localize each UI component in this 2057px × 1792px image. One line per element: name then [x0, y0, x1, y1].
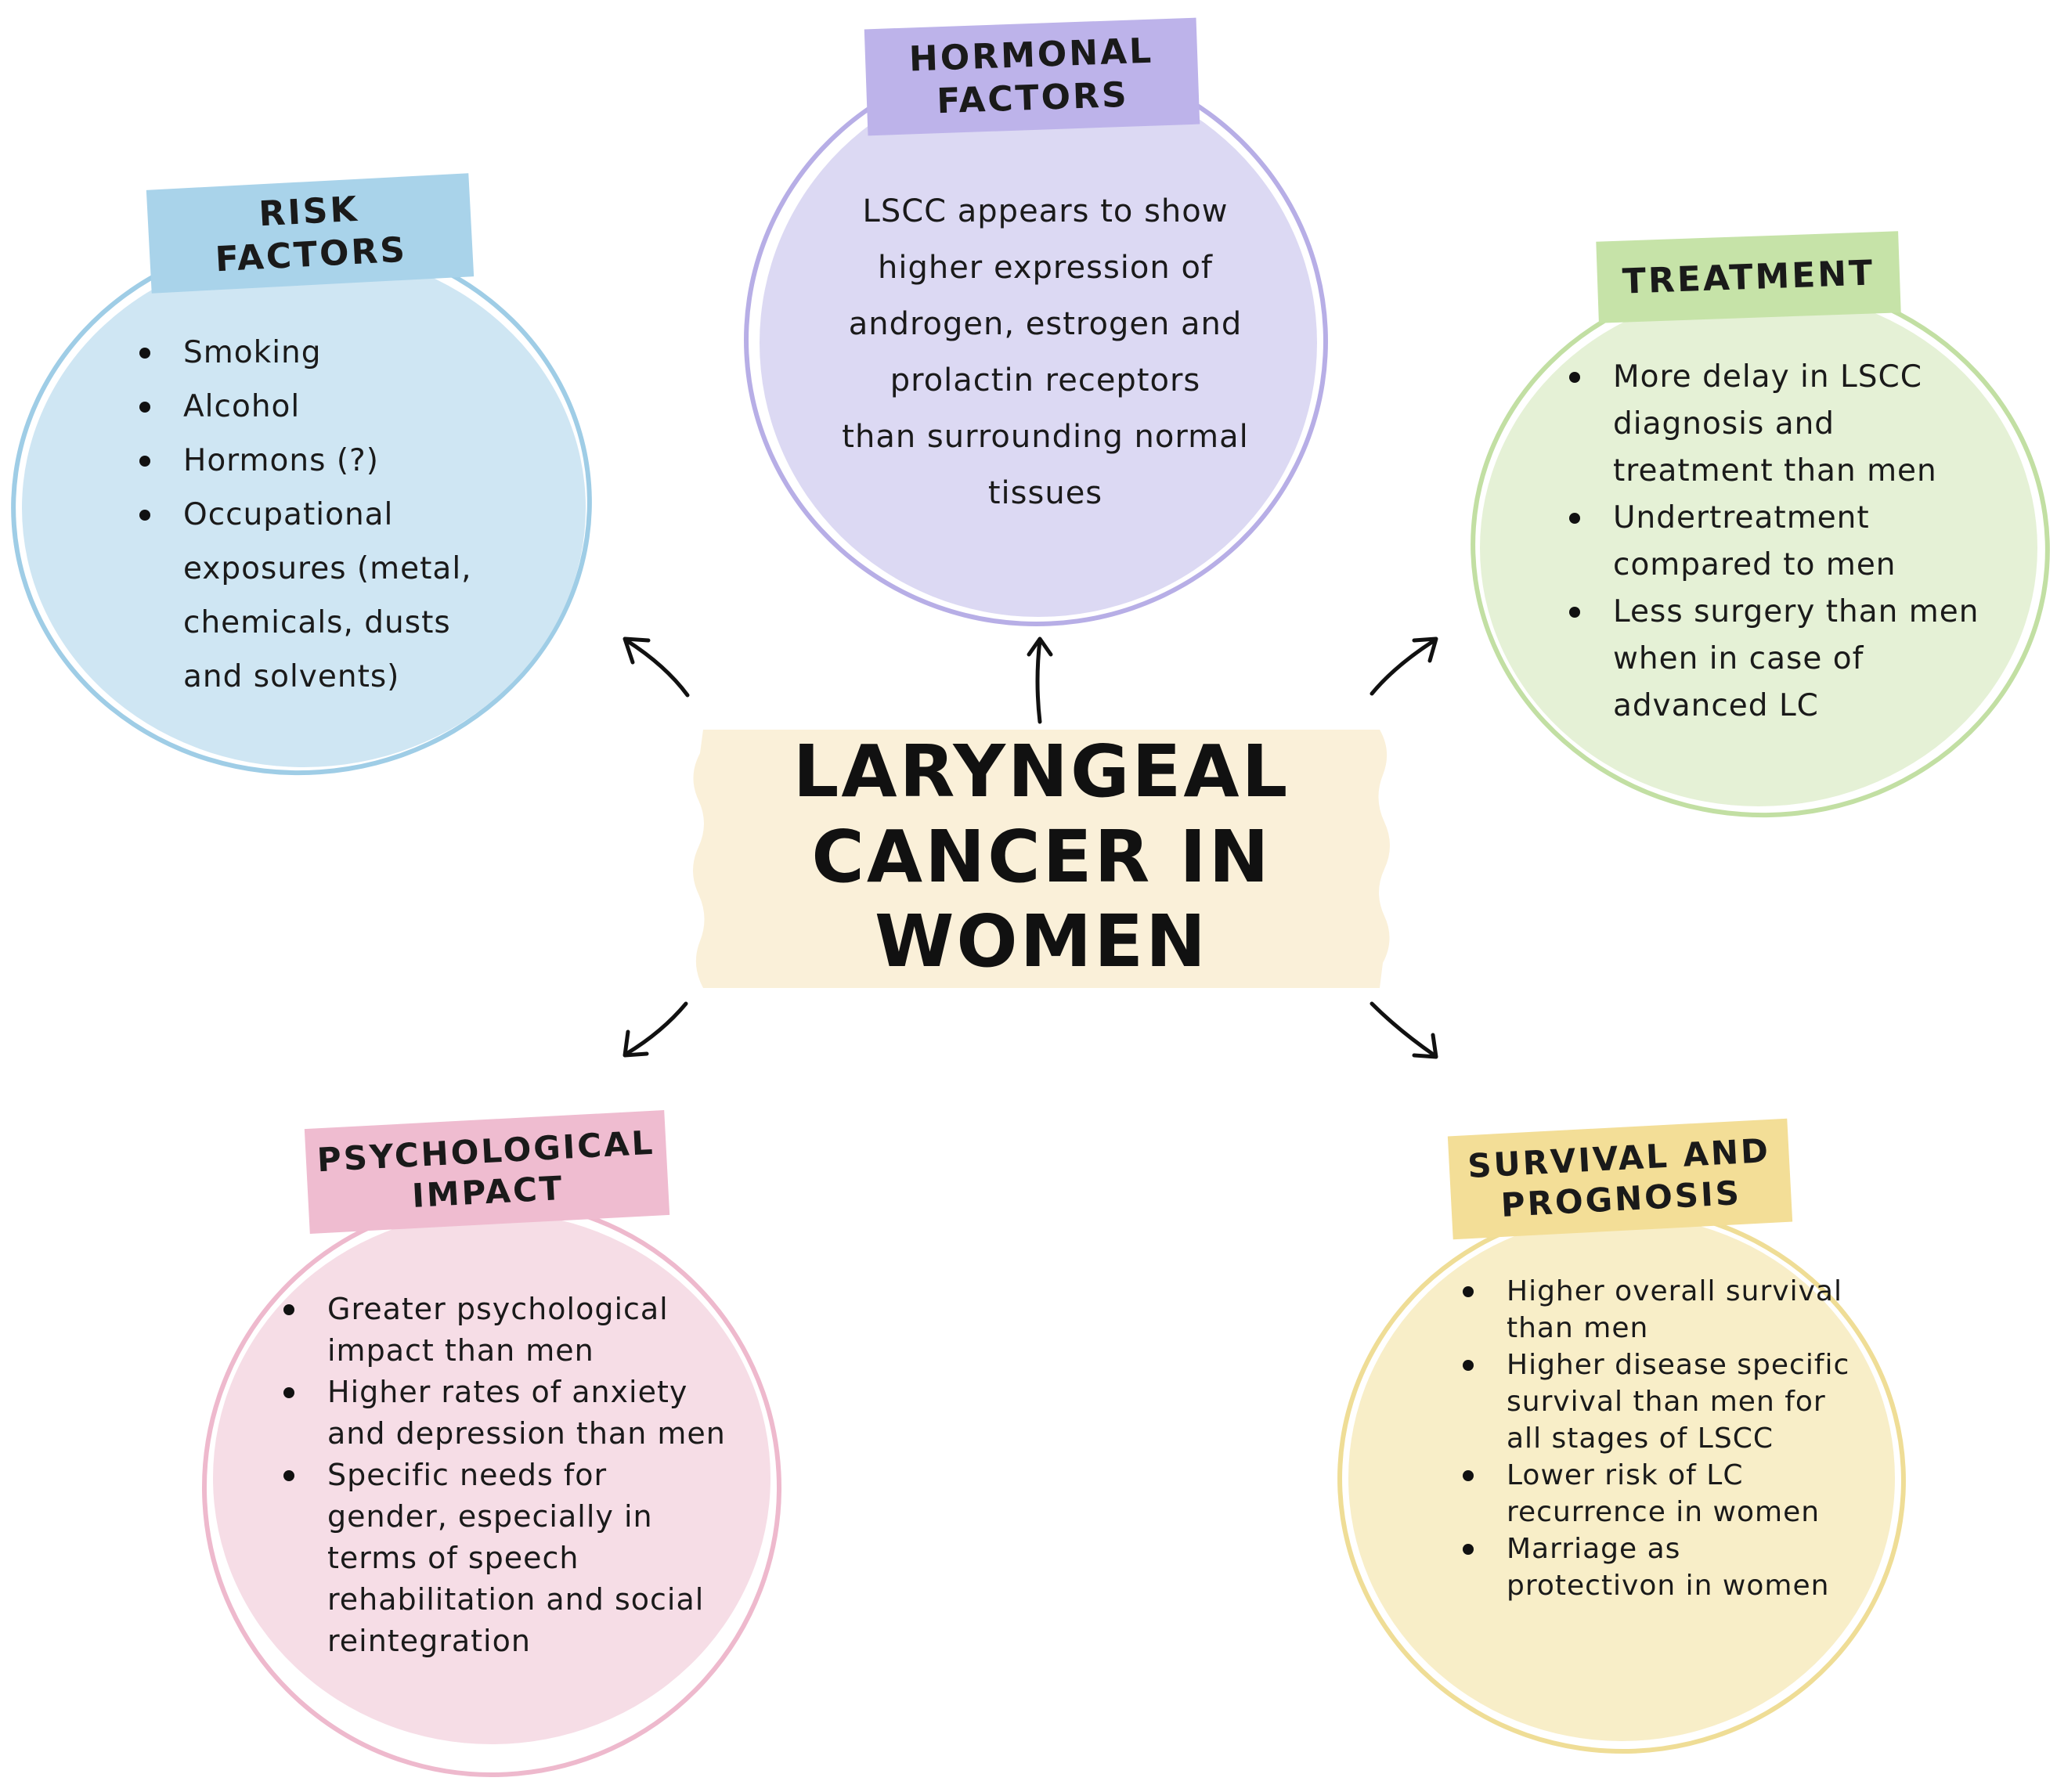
risk-factor-item: Alcohol: [135, 380, 503, 434]
arrow-head-icon: [623, 636, 651, 665]
treatment-list: More delay in LSCC diagnosis and treatme…: [1564, 354, 2003, 730]
risk-factors-circle: [22, 249, 586, 767]
risk-factor-item: Smoking: [135, 326, 503, 380]
hormonal-text-line: prolactin receptors: [890, 362, 1201, 398]
survival-item: Higher overall survival than men: [1458, 1273, 1857, 1347]
arrow-head-icon: [1412, 636, 1438, 663]
curved-arrow-icon: [1035, 638, 1042, 724]
center-title-line-3: WOMEN: [874, 900, 1209, 984]
survival-item: Lower risk of LC recurrence in women: [1458, 1457, 1857, 1531]
psychological-item: Greater psychological impact than men: [279, 1289, 733, 1372]
curved-arrow-icon: [1370, 638, 1437, 696]
arrow-head-icon: [1412, 1033, 1438, 1059]
arrow-to-hormonal-factors: [1027, 636, 1053, 724]
risk-factor-item: Occupational exposures (metal, chemicals…: [135, 488, 503, 704]
center-title-line-2: CANCER IN: [811, 814, 1272, 899]
center-tape-path: [693, 730, 1390, 988]
connector-arrows: [623, 636, 1438, 1059]
arrow-to-survival-prognosis: [1370, 1001, 1438, 1059]
arrow-to-treatment: [1370, 636, 1438, 696]
survival-item: Marriage as protectivon in women: [1458, 1531, 1857, 1604]
psychological-impact-circle: [213, 1212, 770, 1744]
hormonal-text-line: higher expression of: [877, 250, 1213, 286]
treatment-item: More delay in LSCC diagnosis and treatme…: [1564, 354, 2003, 495]
arrow-head-icon: [1027, 636, 1053, 657]
treatment-item: Less surgery than men when in case of ad…: [1564, 589, 2003, 730]
center-title-line-1: LARYNGEAL: [792, 730, 1290, 814]
curved-arrow-icon: [624, 638, 690, 698]
hormonal-text-line: than surrounding normal: [842, 419, 1249, 455]
risk-factors-list: Smoking Alcohol Hormons (?) Occupational…: [135, 326, 503, 704]
hormonal-factors-text: LSCC appears to show higher expression o…: [814, 183, 1276, 521]
center-tape-shape: [693, 730, 1390, 988]
hormonal-text-line: androgen, estrogen and: [848, 306, 1243, 342]
psychological-item: Higher rates of anxiety and depression t…: [279, 1372, 733, 1455]
survival-prognosis-circle: [1348, 1215, 1895, 1741]
arrow-head-icon: [623, 1029, 649, 1058]
treatment-item: Undertreatment compared to men: [1564, 495, 2003, 589]
hormonal-factors-circle: [760, 69, 1317, 617]
hormonal-text-line: tissues: [987, 475, 1103, 511]
psychological-impact-list: Greater psychological impact than men Hi…: [279, 1289, 733, 1662]
survival-item: Higher disease specific survival than me…: [1458, 1347, 1857, 1457]
survival-prognosis-list: Higher overall survival than men Higher …: [1458, 1273, 1857, 1604]
arrow-to-psychological-impact: [623, 1001, 688, 1058]
hormonal-text-line: LSCC appears to show: [862, 193, 1229, 229]
curved-arrow-icon: [624, 1001, 688, 1056]
curved-arrow-icon: [1370, 1001, 1437, 1058]
arrow-to-risk-factors: [623, 636, 690, 698]
risk-factor-item: Hormons (?): [135, 434, 503, 488]
psychological-item: Specific needs for gender, especially in…: [279, 1455, 733, 1662]
center-title: LARYNGEAL CANCER IN WOMEN: [697, 728, 1386, 986]
